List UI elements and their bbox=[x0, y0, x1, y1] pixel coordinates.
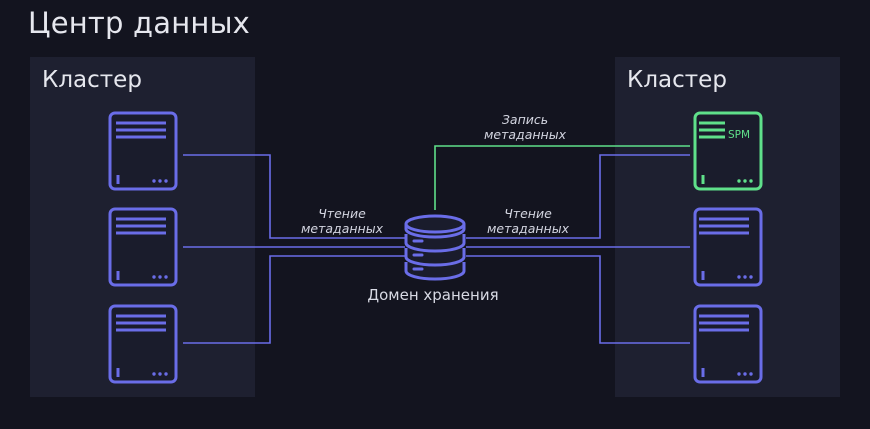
right-read-label-line2: метаданных bbox=[487, 221, 570, 236]
page-title: Центр данных bbox=[28, 6, 251, 40]
line-right-server-3 bbox=[466, 255, 690, 344]
cluster-right-label: Кластер bbox=[627, 67, 727, 93]
server-left-2 bbox=[108, 207, 178, 287]
left-read-label-line1: Чтение bbox=[318, 206, 366, 221]
spm-label: SPM bbox=[728, 129, 750, 141]
server-spm: SPM bbox=[693, 111, 763, 191]
server-right-3 bbox=[693, 304, 763, 384]
server-left-3 bbox=[108, 304, 178, 384]
line-write-metadata bbox=[434, 145, 690, 210]
storage-domain-icon bbox=[404, 214, 466, 281]
line-left-server-1 bbox=[183, 154, 405, 239]
right-read-label-line1: Чтение bbox=[504, 206, 552, 221]
left-read-label-line2: метаданных bbox=[301, 221, 384, 236]
storage-domain-lights bbox=[412, 239, 424, 271]
line-left-server-3 bbox=[183, 255, 405, 344]
storage-domain-label: Домен хранения bbox=[367, 286, 498, 304]
line-right-server-1 bbox=[466, 154, 690, 239]
cluster-left-label: Кластер bbox=[42, 67, 142, 93]
write-label-line2: метаданных bbox=[484, 127, 567, 142]
server-right-2 bbox=[693, 207, 763, 287]
connection-lines bbox=[183, 154, 690, 344]
write-label-line1: Запись bbox=[502, 112, 548, 127]
server-left-1 bbox=[108, 111, 178, 191]
